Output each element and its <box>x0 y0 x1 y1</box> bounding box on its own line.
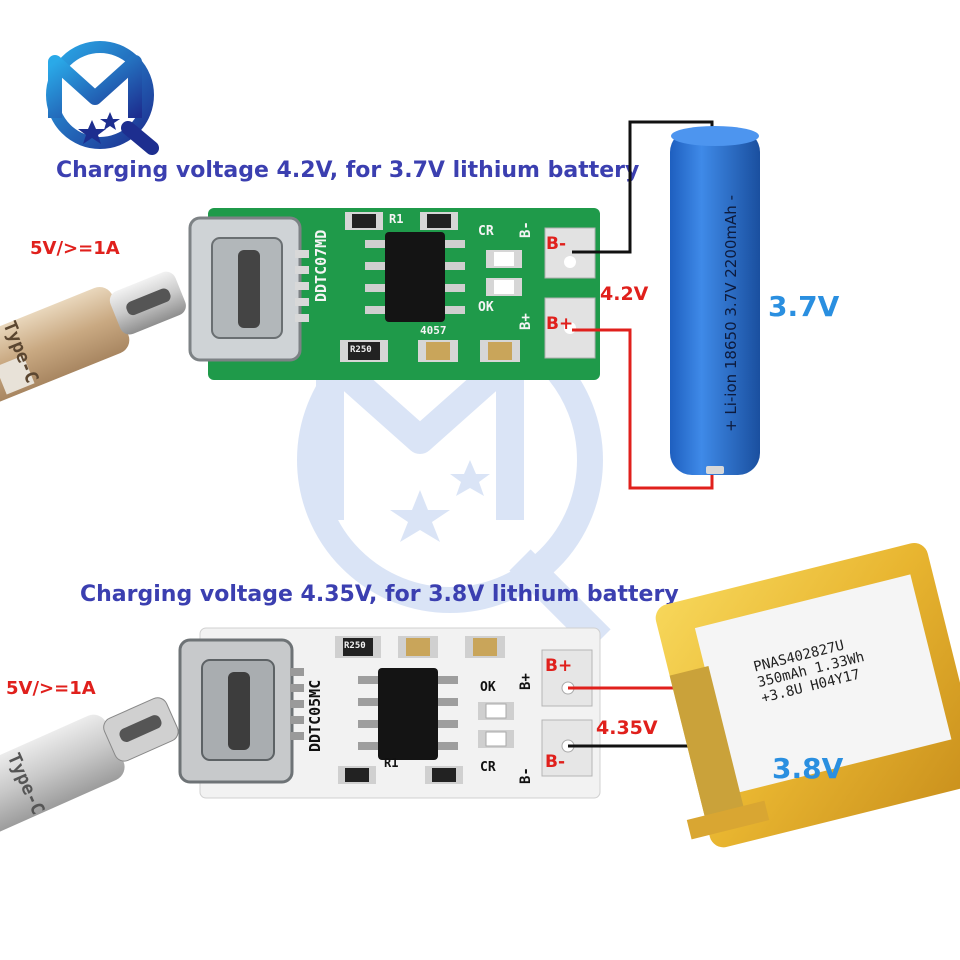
top-battery-voltage: 3.7V <box>768 290 840 323</box>
bottom-silk-r1: R1 <box>384 756 399 770</box>
top-pad-minus: B- <box>546 234 567 254</box>
bottom-output-voltage: 4.35V <box>596 717 658 739</box>
bottom-input-label: 5V/>=1A <box>6 678 96 699</box>
bottom-silk-ok: OK <box>480 680 496 695</box>
top-silk-code: 4057 <box>420 324 447 337</box>
bottom-silk-res: R250 <box>344 641 366 651</box>
top-pad-plus: B+ <box>546 314 574 334</box>
top-output-voltage: 4.2V <box>600 283 649 305</box>
top-input-label: 5V/>=1A <box>30 238 120 259</box>
top-silk-ok: OK <box>478 300 494 315</box>
top-silk-res: R250 <box>350 345 372 355</box>
bottom-battery-voltage: 3.8V <box>772 752 844 785</box>
bottom-heading: Charging voltage 4.35V, for 3.8V lithium… <box>80 582 679 607</box>
top-silk-cr: CR <box>478 224 494 239</box>
top-silk-r1: R1 <box>389 212 404 226</box>
bottom-pad-plus: B+ <box>545 656 573 676</box>
top-heading: Charging voltage 4.2V, for 3.7V lithium … <box>56 158 640 183</box>
bottom-silk-cr: CR <box>480 760 496 775</box>
bottom-pad-minus: B- <box>545 752 566 772</box>
